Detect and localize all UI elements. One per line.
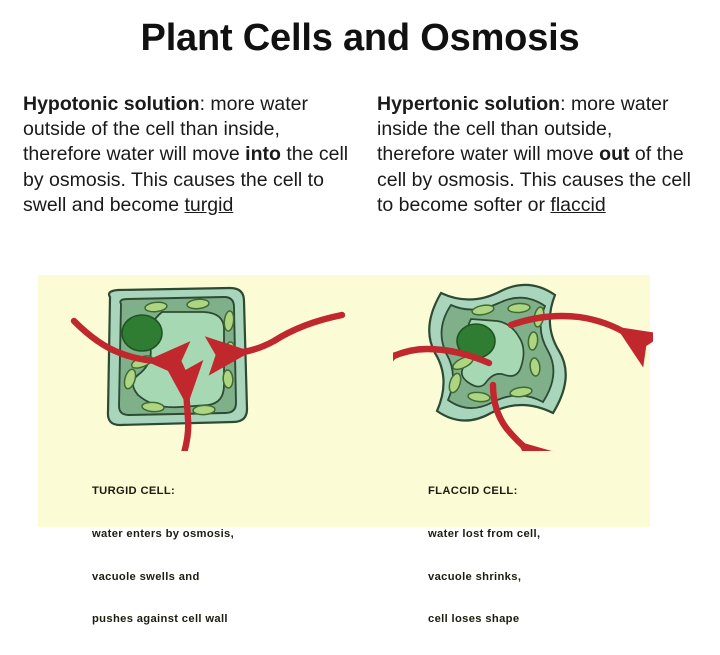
hypotonic-paragraph: Hypotonic solution: more water outside o… [23, 92, 355, 218]
hypertonic-text-2: of the cell by osmosis. This causes the … [377, 143, 691, 216]
flaccid-cell-illustration [393, 279, 653, 451]
page-title: Plant Cells and Osmosis [140, 17, 580, 59]
hypotonic-emphasis: into [245, 143, 281, 166]
hypotonic-text-2: the cell by osmosis. This causes the cel… [23, 143, 349, 216]
hypotonic-term: Hypotonic solution [23, 93, 200, 115]
hypotonic-keyword: turgid [184, 193, 234, 216]
flaccid-caption-line-3: cell loses shape [428, 613, 520, 626]
hypertonic-paragraph: Hypertonic solution: more water inside t… [377, 92, 695, 218]
turgid-caption-line-2: vacuole swells and [92, 570, 200, 583]
hypertonic-term: Hypertonic solution [377, 93, 561, 115]
turgid-water-arrows [70, 311, 346, 451]
turgid-caption-line-3: pushes against cell wall [92, 613, 228, 626]
flaccid-caption-line-2: vacuole shrinks, [428, 570, 522, 583]
turgid-nucleus [121, 314, 163, 352]
flaccid-water-arrows [393, 312, 653, 451]
diagram-panel: TURGID CELL: water enters by osmosis, va… [38, 275, 653, 625]
turgid-cell-illustration [58, 279, 358, 451]
flaccid-chloroplasts [448, 302, 545, 403]
flaccid-caption-title: FLACCID CELL: [428, 485, 518, 498]
flaccid-caption: FLACCID CELL: water lost from cell, vacu… [428, 456, 540, 655]
turgid-caption-line-1: water enters by osmosis, [92, 528, 235, 541]
hypertonic-text-1: more water inside the cell than outside,… [377, 93, 669, 166]
hypertonic-emphasis: out [599, 143, 630, 166]
turgid-caption-title: TURGID CELL: [92, 485, 176, 498]
flaccid-caption-line-1: water lost from cell, [428, 528, 541, 541]
turgid-caption: TURGID CELL: water enters by osmosis, va… [92, 456, 234, 655]
hypotonic-separator: : [199, 93, 211, 115]
hypotonic-text-1: more water outside of the cell than insi… [23, 93, 308, 166]
hypertonic-keyword: flaccid [550, 193, 606, 216]
hypertonic-separator: : [560, 93, 571, 115]
